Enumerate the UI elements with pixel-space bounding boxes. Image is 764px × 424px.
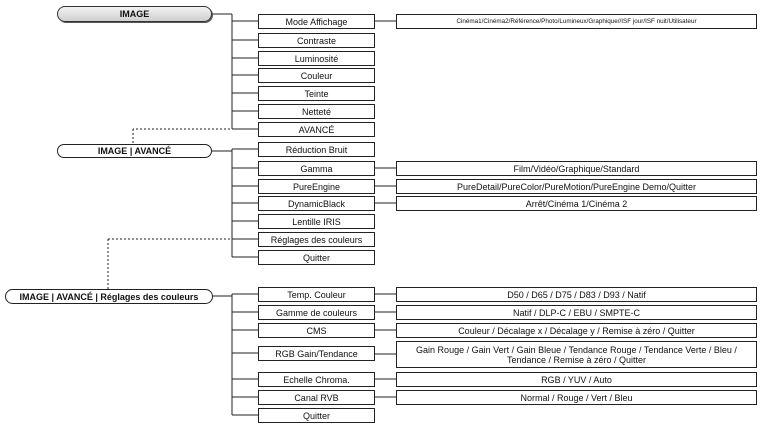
couleurs-item-temp: Temp. Couleur bbox=[258, 287, 375, 302]
avance-item-dynamicblack: DynamicBlack bbox=[258, 196, 375, 211]
canal-options: Normal / Rouge / Vert / Bleu bbox=[396, 390, 757, 405]
mode-affichage-options: Cinéma1/Cinéma2/Référence/Photo/Lumineux… bbox=[396, 14, 757, 29]
section-avance-title: IMAGE | AVANCÉ bbox=[57, 144, 212, 158]
section-image-title: IMAGE bbox=[57, 6, 212, 22]
image-item-luminosite: Luminosité bbox=[258, 51, 375, 66]
avance-item-reglages-couleurs: Réglages des couleurs bbox=[258, 232, 375, 247]
image-item-nettete: Netteté bbox=[258, 104, 375, 119]
cms-options: Couleur / Décalage x / Décalage y / Remi… bbox=[396, 323, 757, 338]
couleurs-item-rgb: RGB Gain/Tendance bbox=[258, 346, 375, 361]
couleurs-item-quitter: Quitter bbox=[258, 408, 375, 423]
image-item-mode-affichage: Mode Affichage bbox=[258, 14, 375, 29]
avance-item-quitter: Quitter bbox=[258, 250, 375, 265]
couleurs-item-cms: CMS bbox=[258, 323, 375, 338]
temp-options: D50 / D65 / D75 / D83 / D93 / Natif bbox=[396, 287, 757, 302]
image-item-avance: AVANCÉ bbox=[258, 122, 375, 137]
couleurs-item-chroma: Echelle Chroma. bbox=[258, 372, 375, 387]
avance-item-reduction-bruit: Réduction Bruit bbox=[258, 142, 375, 157]
couleurs-item-gamme: Gamme de couleurs bbox=[258, 305, 375, 320]
image-item-contraste: Contraste bbox=[258, 33, 375, 48]
couleurs-item-canal: Canal RVB bbox=[258, 390, 375, 405]
pureengine-options: PureDetail/PureColor/PureMotion/PureEngi… bbox=[396, 179, 757, 194]
rgb-options: Gain Rouge / Gain Vert / Gain Bleue / Te… bbox=[396, 341, 757, 368]
avance-item-lentille-iris: Lentille IRIS bbox=[258, 214, 375, 229]
image-item-couleur: Couleur bbox=[258, 68, 375, 83]
dynamicblack-options: Arrêt/Cinéma 1/Cinéma 2 bbox=[396, 196, 757, 211]
section-couleurs-title: IMAGE | AVANCÉ | Réglages des couleurs bbox=[5, 289, 213, 304]
avance-item-pureengine: PureEngine bbox=[258, 179, 375, 194]
avance-item-gamma: Gamma bbox=[258, 161, 375, 176]
image-item-teinte: Teinte bbox=[258, 86, 375, 101]
gamme-options: Natif / DLP-C / EBU / SMPTE-C bbox=[396, 305, 757, 320]
chroma-options: RGB / YUV / Auto bbox=[396, 372, 757, 387]
gamma-options: Film/Vidéo/Graphique/Standard bbox=[396, 161, 757, 176]
